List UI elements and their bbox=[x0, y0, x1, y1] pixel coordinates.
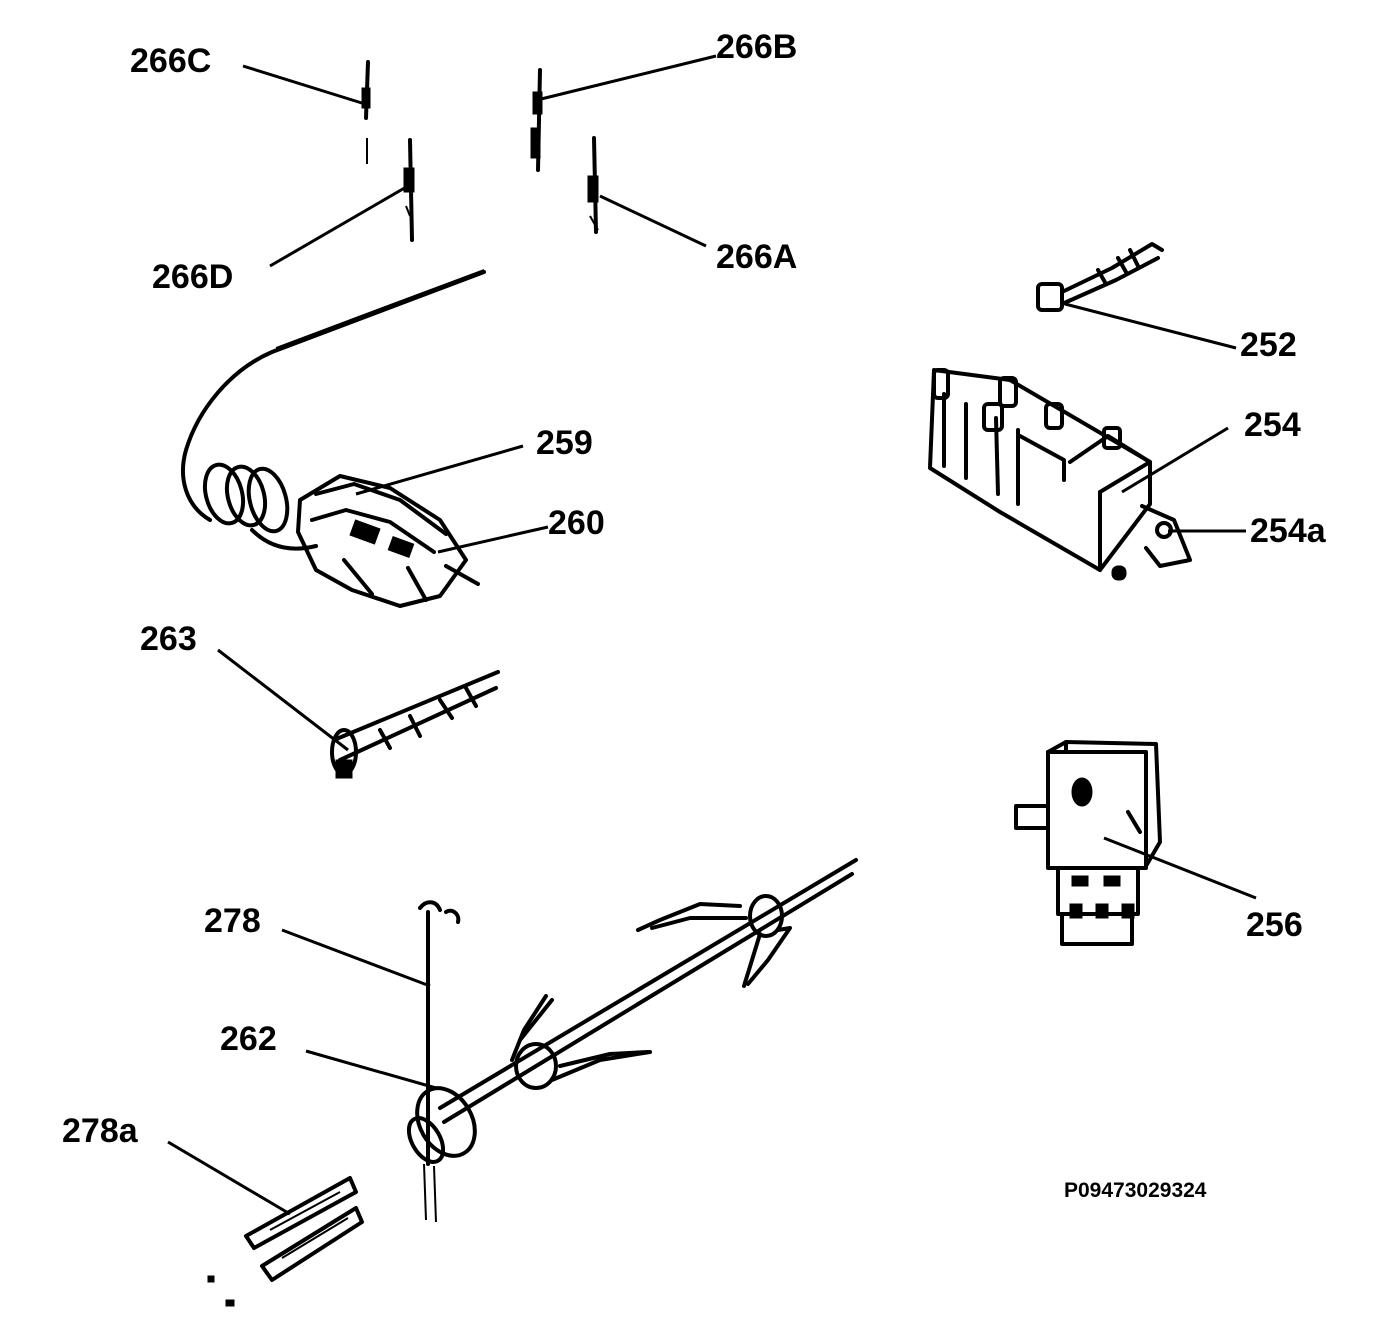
electrode-266D bbox=[403, 138, 415, 242]
label-278a: 278a bbox=[62, 1112, 138, 1150]
leader-278 bbox=[281, 928, 431, 988]
leader-lines bbox=[167, 54, 1257, 1216]
leader-278a bbox=[167, 1140, 291, 1216]
leader-252 bbox=[1064, 302, 1237, 350]
drawing-code: P09473029324 bbox=[1064, 1179, 1207, 1202]
leader-254 bbox=[1121, 426, 1229, 494]
label-259: 259 bbox=[536, 424, 593, 462]
part-256 bbox=[1014, 740, 1162, 946]
electrode-266B bbox=[530, 68, 543, 172]
label-278: 278 bbox=[204, 902, 261, 940]
bracket-254a bbox=[1140, 504, 1192, 568]
electrode-266A bbox=[587, 136, 599, 234]
rod-278 bbox=[418, 900, 461, 1223]
label-254a: 254a bbox=[1250, 512, 1326, 550]
spit-262 bbox=[406, 858, 858, 1164]
part-252 bbox=[1036, 242, 1164, 312]
label-260: 260 bbox=[548, 504, 605, 542]
leader-266C bbox=[242, 64, 366, 106]
label-263: 263 bbox=[140, 620, 197, 658]
leader-256 bbox=[1103, 836, 1257, 900]
label-254: 254 bbox=[1244, 406, 1301, 444]
label-266A: 266A bbox=[716, 238, 798, 276]
leader-266B bbox=[536, 54, 717, 102]
electrode-266C bbox=[361, 60, 371, 164]
label-266B: 266B bbox=[716, 28, 798, 66]
handle-278a bbox=[207, 1176, 364, 1307]
label-252: 252 bbox=[1240, 326, 1297, 364]
label-266D: 266D bbox=[152, 258, 234, 296]
thermostat-259 bbox=[181, 269, 486, 608]
leader-262 bbox=[305, 1049, 437, 1090]
leader-263 bbox=[217, 648, 349, 752]
leader-266A bbox=[599, 194, 707, 248]
label-266C: 266C bbox=[130, 42, 212, 80]
leader-266D bbox=[269, 184, 409, 268]
part-263 bbox=[330, 670, 500, 779]
ignition-unit-254 bbox=[928, 368, 1152, 581]
label-256: 256 bbox=[1246, 906, 1303, 944]
label-262: 262 bbox=[220, 1020, 277, 1058]
